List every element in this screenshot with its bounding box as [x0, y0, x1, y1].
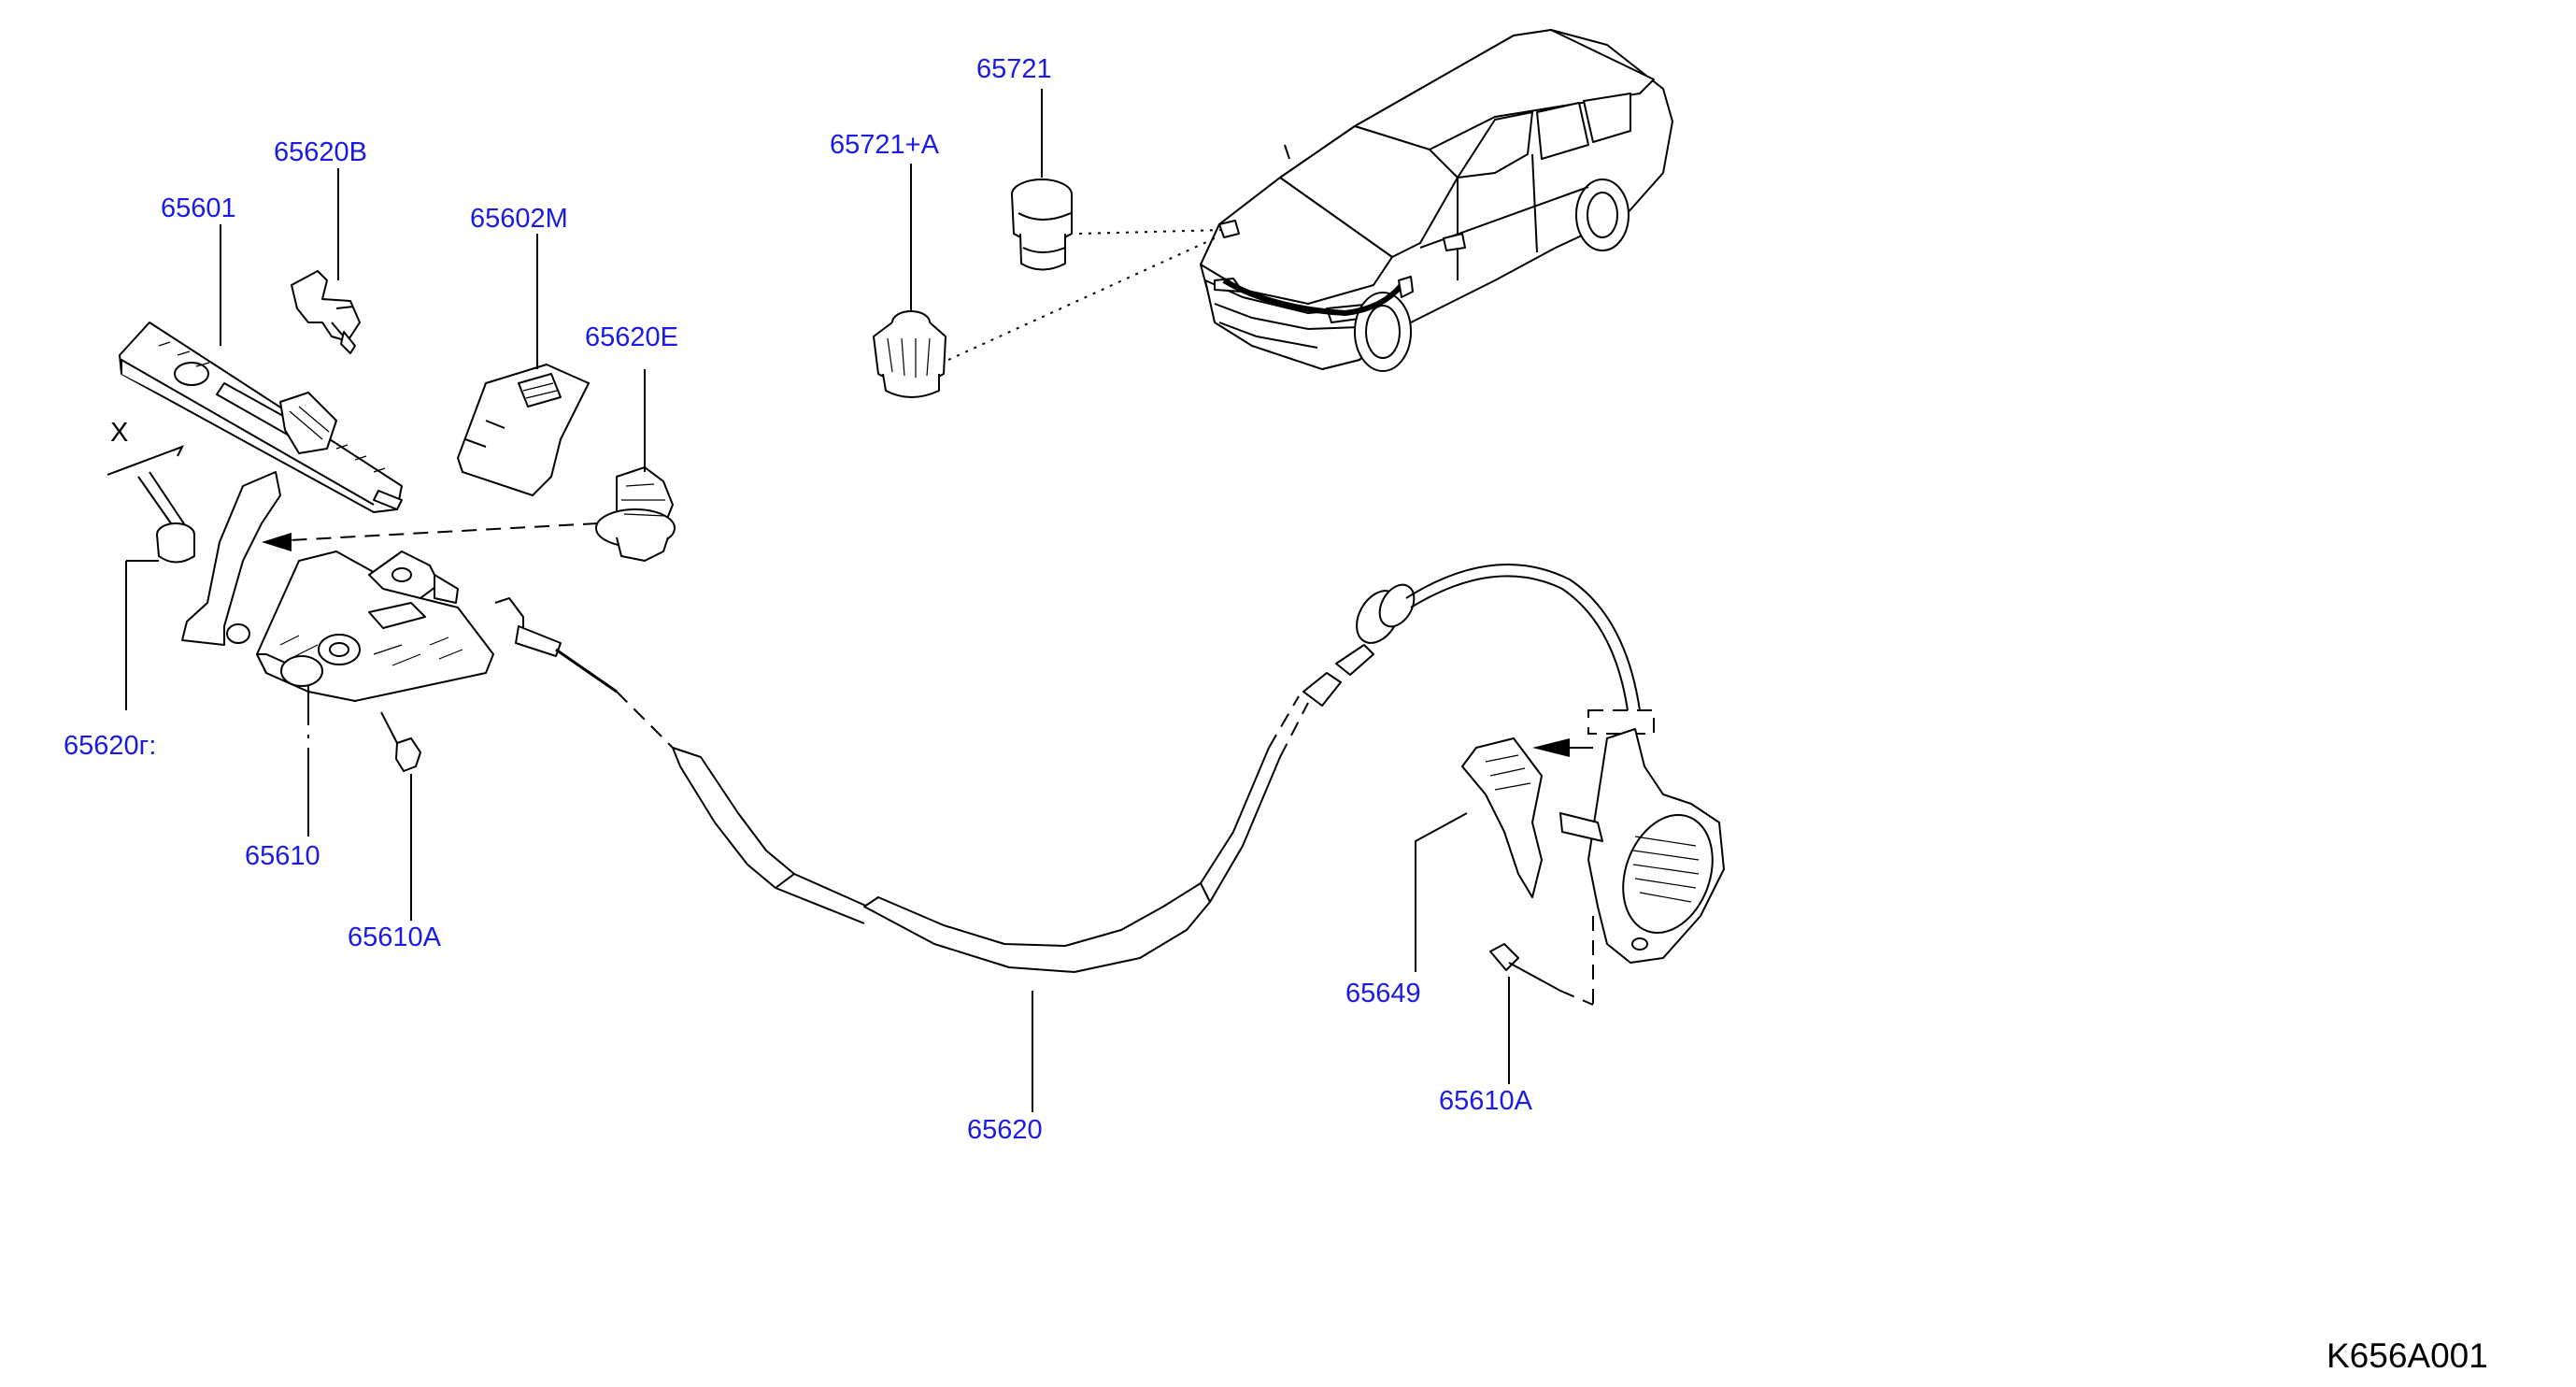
part-label-65620: 65620 — [967, 1115, 1043, 1145]
dimension-marker-x: X — [110, 418, 128, 448]
part-label-65610A-left: 65610A — [348, 922, 442, 952]
bolt-65610A-right — [1489, 943, 1594, 1006]
part-label-65649: 65649 — [1345, 979, 1421, 1008]
part-label-65721A: 65721+A — [830, 130, 940, 160]
leader-65620E-to-lever — [289, 522, 599, 541]
leader-65721-to-car — [1078, 229, 1225, 235]
part-label-65620E: 65620E — [585, 322, 678, 352]
part-label-65721: 65721 — [976, 54, 1052, 84]
grommet-65620E — [595, 466, 676, 562]
clip-65620B — [291, 270, 361, 354]
latch-65610 — [256, 551, 494, 738]
part-label-65610A-right: 65610A — [1439, 1086, 1533, 1116]
part-label-65602M: 65602M — [470, 204, 568, 234]
clip-65610A-left — [380, 711, 421, 772]
part-label-65601: 65601 — [161, 193, 236, 223]
part-label-65620B: 65620B — [274, 137, 367, 167]
release-cable-65620 — [494, 564, 1655, 973]
hood-bumper-65721A — [873, 310, 946, 398]
leader-lines — [125, 89, 1510, 1112]
nut-65620D — [107, 445, 195, 564]
leader-65721A-to-car — [947, 237, 1216, 361]
vehicle-illustration — [1200, 29, 1673, 372]
diagram-code: K656A001 — [2327, 1337, 2488, 1375]
hood-bumper-65721 — [1011, 179, 1073, 271]
release-handle-65649 — [1461, 728, 1725, 1009]
part-label-65620D: 65620г: — [64, 731, 156, 761]
arrow-head — [262, 533, 292, 551]
lever-bracket-65601 — [119, 322, 403, 646]
part-label-65610: 65610 — [245, 841, 320, 871]
handle-65602M — [457, 364, 590, 496]
